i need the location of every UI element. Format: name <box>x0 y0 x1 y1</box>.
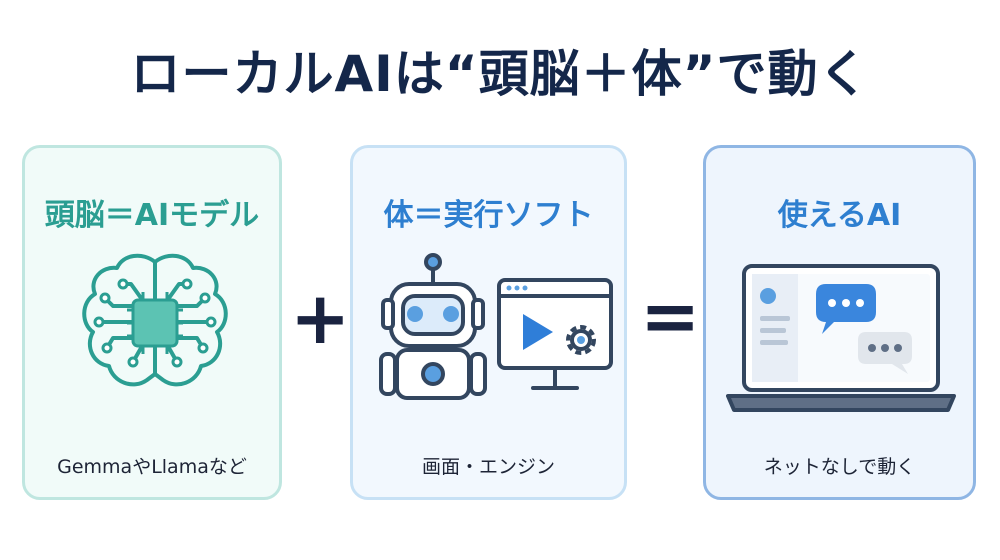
card-caption: ネットなしで動く <box>763 456 916 478</box>
card-title: 使えるAI <box>777 198 902 233</box>
robot-and-monitor-icon <box>379 253 613 400</box>
page-title: ローカルAIは“頭脳＋体”で動く <box>130 45 870 103</box>
card-caption: GemmaやLlamaなど <box>57 456 247 478</box>
card-ai-model: 頭脳＝AIモデル <box>22 145 282 500</box>
brain-chip-icon <box>82 253 228 387</box>
card-title: 体＝実行ソフト <box>383 198 594 233</box>
laptop-chat-icon <box>726 264 956 412</box>
equals-operator: = <box>640 274 701 358</box>
card-caption: 画面・エンジン <box>421 456 555 478</box>
card-title: 頭脳＝AIモデル <box>44 198 260 233</box>
card-runtime-software: 体＝実行ソフト <box>350 145 627 500</box>
card-usable-ai: 使えるAI ネットなしで動く <box>703 145 976 500</box>
plus-operator: + <box>290 276 351 360</box>
